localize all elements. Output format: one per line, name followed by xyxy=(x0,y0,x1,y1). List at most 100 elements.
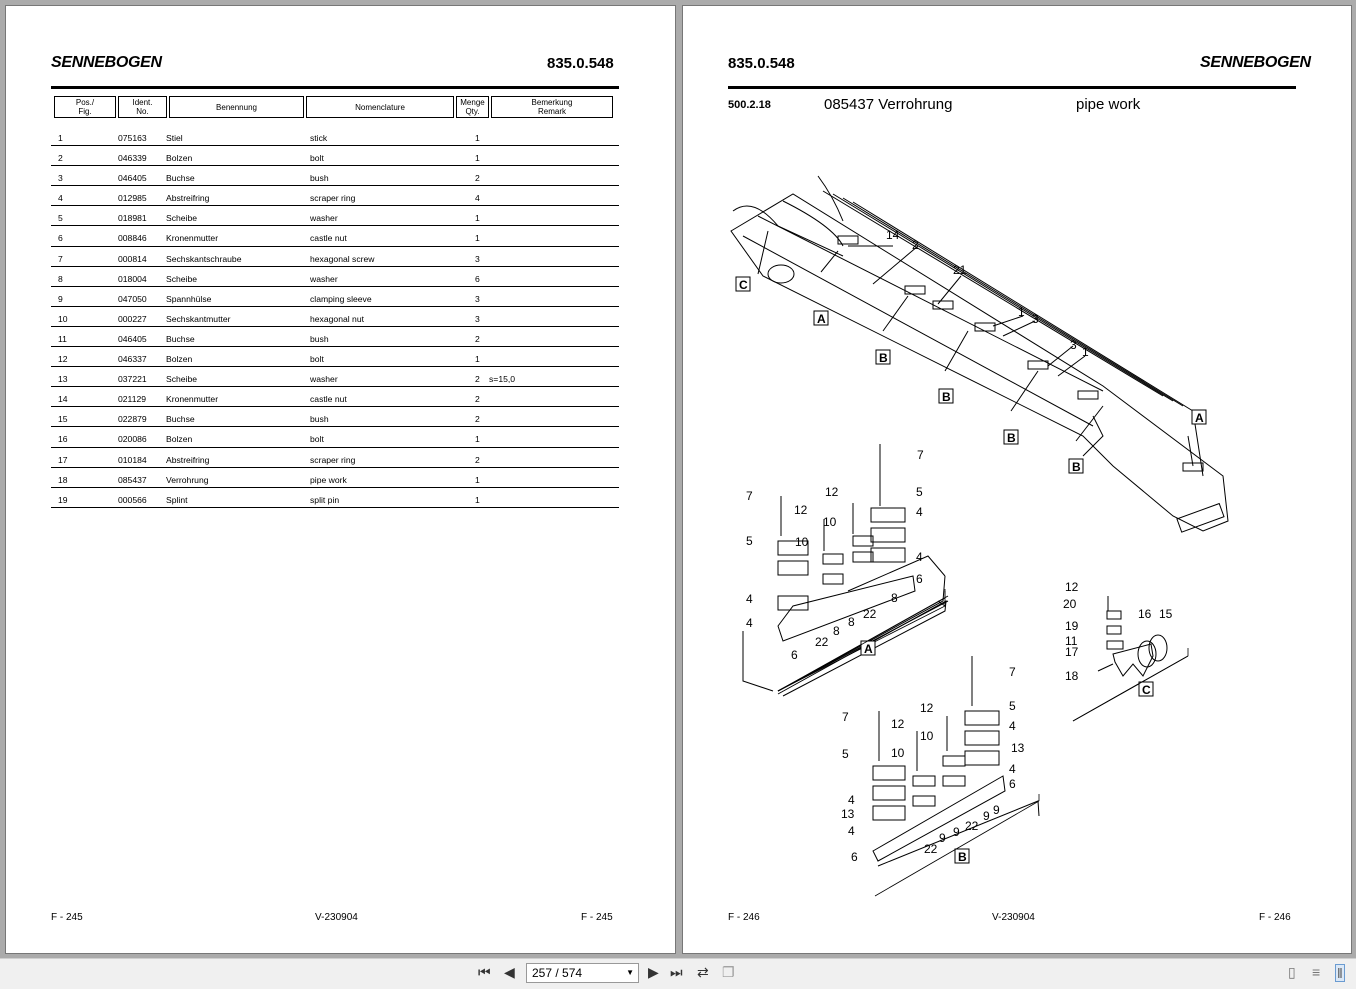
cell-qty: 3 xyxy=(475,253,480,264)
cell-qty: 1 xyxy=(475,153,480,164)
cell-pos: 15 xyxy=(58,414,68,425)
cell-benennung: Buchse xyxy=(166,333,195,344)
cell-pos: 2 xyxy=(58,153,63,164)
cell-benennung: Abstreifring xyxy=(166,454,210,465)
cell-nomenclature: stick xyxy=(310,133,328,143)
svg-text:A: A xyxy=(817,312,826,326)
cell-qty: 4 xyxy=(475,193,480,204)
callout-label: 4 xyxy=(1009,719,1016,733)
callout-label: 12 xyxy=(920,701,934,715)
cell-ident: 000566 xyxy=(118,494,147,505)
drawing-title-en: pipe work xyxy=(1076,96,1141,113)
cell-nomenclature: castle nut xyxy=(310,233,347,244)
cell-nomenclature: scraper ring xyxy=(310,454,356,465)
single-page-view-icon[interactable]: ▯ xyxy=(1288,964,1296,980)
col-benennung-header: Benennung xyxy=(169,96,304,118)
footer-page-left: F - 246 xyxy=(728,912,760,923)
callout-label: 12 xyxy=(1065,580,1079,594)
cell-benennung: Buchse xyxy=(166,173,195,184)
cell-qty: 2 xyxy=(475,333,480,344)
footer-page-right: F - 245 xyxy=(581,912,613,923)
cell-nomenclature: hexagonal nut xyxy=(310,313,364,324)
cell-benennung: Bolzen xyxy=(166,354,193,365)
cell-qty: 1 xyxy=(475,474,480,485)
next-page-icon[interactable]: ▶ xyxy=(648,964,659,980)
rotate-icon[interactable]: ⇄ xyxy=(697,964,709,980)
cell-qty: 3 xyxy=(475,293,480,304)
callout-label: 5 xyxy=(746,534,753,548)
cell-qty: 3 xyxy=(475,313,480,324)
callout-label: 22 xyxy=(965,819,979,833)
doc-number: 835.0.548 xyxy=(728,55,795,72)
two-page-view-icon[interactable]: ‖ xyxy=(1335,964,1345,982)
callout-label: 15 xyxy=(1159,607,1173,621)
callout-label: 6 xyxy=(851,850,858,864)
callout-label: 9 xyxy=(953,825,960,839)
callout-label: 22 xyxy=(815,635,829,649)
cell-nomenclature: bolt xyxy=(310,434,324,445)
callout-label: 3 xyxy=(1032,312,1039,326)
cell-pos: 5 xyxy=(58,213,63,224)
callout-label: 14 xyxy=(886,228,900,242)
callout-label: 22 xyxy=(863,607,877,621)
cell-nomenclature: washer xyxy=(310,273,338,284)
cell-ident: 022879 xyxy=(118,414,147,425)
cell-ident: 000814 xyxy=(118,253,147,264)
prev-page-icon[interactable]: ◀ xyxy=(504,964,515,980)
callout-label: 2 xyxy=(912,238,919,252)
cell-pos: 1 xyxy=(58,133,63,143)
cell-ident: 075163 xyxy=(118,133,147,143)
callout-label: 10 xyxy=(891,746,905,760)
copy-icon[interactable]: ❐ xyxy=(722,964,735,980)
callout-label: 22 xyxy=(924,842,938,856)
cell-pos: 3 xyxy=(58,173,63,184)
col-nomenclature-header: Nomenclature xyxy=(306,96,454,118)
cell-ident: 012985 xyxy=(118,193,147,204)
callout-label: 7 xyxy=(842,710,849,724)
cell-ident: 010184 xyxy=(118,454,147,465)
cell-ident: 008846 xyxy=(118,233,147,244)
page-selector[interactable]: 257 / 574 ▼ xyxy=(526,963,639,983)
cell-ident: 018981 xyxy=(118,213,147,224)
svg-text:B: B xyxy=(879,351,888,365)
callout-label: 8 xyxy=(891,591,898,605)
first-page-icon[interactable]: ⏮ xyxy=(478,964,491,980)
cell-benennung: Kronenmutter xyxy=(166,233,219,244)
continuous-view-icon[interactable]: ≡ xyxy=(1312,964,1321,980)
page-indicator: 257 / 574 xyxy=(532,966,583,980)
callout-label: 6 xyxy=(1009,777,1016,791)
cell-benennung: Buchse xyxy=(166,414,195,425)
cell-pos: 7 xyxy=(58,253,63,264)
box-label-c: C xyxy=(1138,681,1154,697)
boom-outline xyxy=(730,193,1229,532)
svg-text:C: C xyxy=(739,278,748,292)
cell-pos: 11 xyxy=(58,333,67,344)
sennebogen-logo: SENNEBOGEN xyxy=(1200,54,1311,71)
header-rule xyxy=(51,86,619,89)
callout-label: 4 xyxy=(1009,762,1016,776)
cell-pos: 14 xyxy=(58,394,68,405)
cell-benennung: Bolzen xyxy=(166,434,193,445)
box-label-b: B xyxy=(938,388,954,404)
cell-remark: s=15,0 xyxy=(489,374,516,385)
last-page-icon[interactable]: ⏭ xyxy=(670,964,683,980)
cell-ident: 018004 xyxy=(118,273,147,284)
callout-label: 8 xyxy=(848,615,855,629)
callout-label: 1 xyxy=(1082,345,1089,359)
callout-label: 4 xyxy=(746,592,753,606)
section-number: 500.2.18 xyxy=(728,99,771,111)
right-page: 835.0.548 SENNEBOGEN 500.2.18 085437 Ver… xyxy=(682,5,1352,954)
callout-label: 1 xyxy=(1018,305,1025,319)
col-pos-header: Pos./Fig. xyxy=(54,96,116,118)
cell-qty: 1 xyxy=(475,233,480,244)
